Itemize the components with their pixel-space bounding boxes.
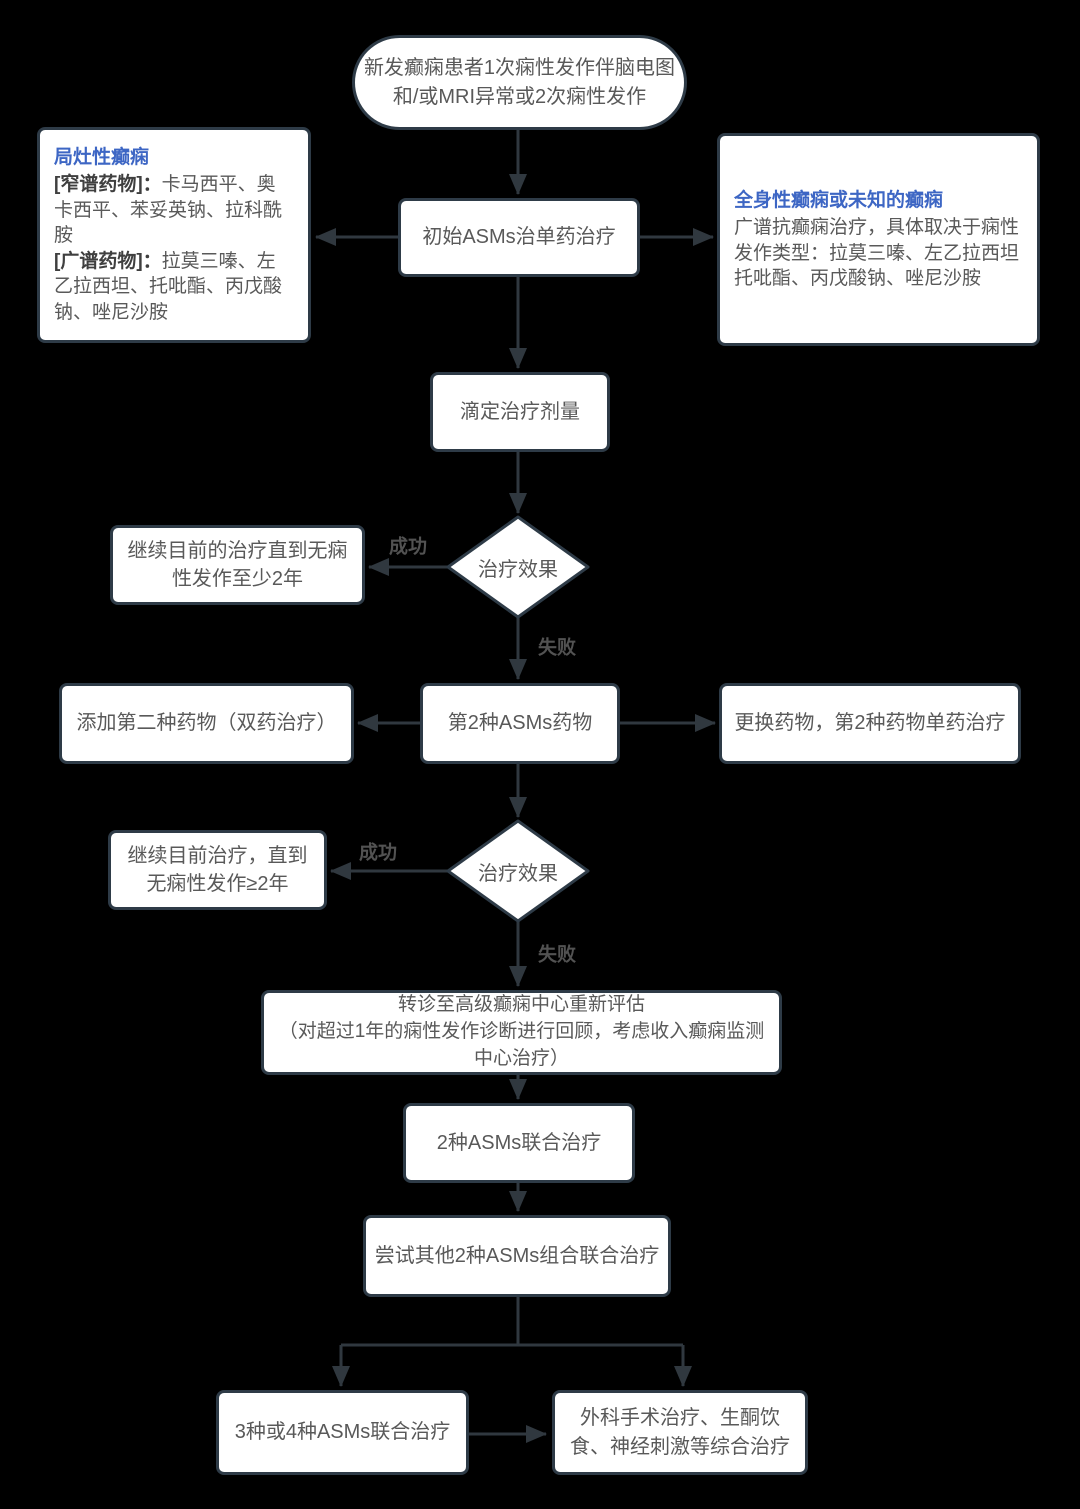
generalized-epilepsy-body: 广谱抗癫痫治疗，具体取决于痫性发作类型：拉莫三嗪、左乙拉西坦托吡酯、丙戊酸钠、唑… xyxy=(734,217,1020,289)
node-3-4-asm-combination: 3种或4种ASMs联合治疗 xyxy=(216,1390,469,1475)
node-initial-asm-monotherapy: 初始ASMs治单药治疗 xyxy=(398,198,640,277)
node-focal-epilepsy: 局灶性癫痫 [窄谱药物]：卡马西平、奥卡西平、苯妥英钠、拉科酰胺 [广谱药物]：… xyxy=(37,127,311,343)
node-referral-text: 转诊至高级癫痫中心重新评估 （对超过1年的痫性发作诊断进行回顾，考虑收入癫痫监测… xyxy=(278,994,765,1069)
node-initial-asm-text: 初始ASMs治单药治疗 xyxy=(422,226,616,249)
node-continue-treatment-1: 继续目前的治疗直到无痫 性发作至少2年 xyxy=(110,525,365,605)
node-add-second-drug: 添加第二种药物（双药治疗） xyxy=(59,683,354,764)
node-add-second-text: 添加第二种药物（双药治疗） xyxy=(76,712,337,735)
node-continue-2-text: 继续目前治疗，直到 无痫性发作≥2年 xyxy=(127,844,308,895)
node-start-text: 新发癫痫患者1次痫性发作伴脑电图 和/或MRI异常或2次痫性发作 xyxy=(363,57,676,108)
focal-broad-spectrum-line: [广谱药物]：拉莫三嗪、左乙拉西坦、托吡酯、丙戊酸钠、唑尼沙胺 xyxy=(54,249,294,325)
edge-label-fail-2: 失败 xyxy=(537,944,577,966)
narrow-spectrum-label: [窄谱药物]： xyxy=(54,174,162,196)
node-second-asm-text: 第2种ASMs药物 xyxy=(447,712,593,735)
node-2-asm-combination: 2种ASMs联合治疗 xyxy=(403,1103,635,1183)
narrow-spectrum-drugs: 卡马西平、奥卡西平、苯妥英钠、拉科酰胺 xyxy=(54,174,283,247)
node-try-other-combinations: 尝试其他2种ASMs组合联合治疗 xyxy=(363,1215,671,1297)
edge-label-fail-1: 失败 xyxy=(537,637,577,659)
node-second-asm: 第2种ASMs药物 xyxy=(420,683,620,764)
broad-spectrum-drugs: 拉莫三嗪、左乙拉西坦、托吡酯、丙戊酸钠、唑尼沙胺 xyxy=(54,250,283,323)
edge-label-success-1: 成功 xyxy=(388,536,428,558)
node-surgery-comprehensive: 外科手术治疗、生酮饮 食、神经刺激等综合治疗 xyxy=(552,1390,808,1475)
decision-2-label: 治疗效果 xyxy=(448,821,588,921)
decision-diamond-2 xyxy=(446,819,590,923)
decision-diamond-1 xyxy=(446,515,590,619)
focal-epilepsy-title: 局灶性癫痫 xyxy=(54,146,150,168)
decision-2-text: 治疗效果 xyxy=(478,862,558,885)
node-surgery-text: 外科手术治疗、生酮饮 食、神经刺激等综合治疗 xyxy=(570,1407,790,1458)
edge-label-success-2: 成功 xyxy=(358,842,398,864)
node-continue-treatment-2: 继续目前治疗，直到 无痫性发作≥2年 xyxy=(108,830,327,910)
node-start: 新发癫痫患者1次痫性发作伴脑电图 和/或MRI异常或2次痫性发作 xyxy=(352,35,687,130)
node-titrate-text: 滴定治疗剂量 xyxy=(460,400,580,423)
decision-1-text: 治疗效果 xyxy=(478,558,558,581)
node-switch-drug-text: 更换药物，第2种药物单药治疗 xyxy=(734,712,1006,735)
node-3-4-asm-text: 3种或4种ASMs联合治疗 xyxy=(234,1421,451,1444)
node-referral-epilepsy-center: 转诊至高级癫痫中心重新评估 （对超过1年的痫性发作诊断进行回顾，考虑收入癫痫监测… xyxy=(261,990,782,1075)
node-switch-drug: 更换药物，第2种药物单药治疗 xyxy=(719,683,1021,764)
generalized-epilepsy-title: 全身性癫痫或未知的癫痫 xyxy=(734,189,944,211)
node-continue-1-text: 继续目前的治疗直到无痫 性发作至少2年 xyxy=(127,539,348,590)
node-generalized-epilepsy: 全身性癫痫或未知的癫痫 广谱抗癫痫治疗，具体取决于痫性发作类型：拉莫三嗪、左乙拉… xyxy=(717,133,1040,346)
node-2-asm-combination-text: 2种ASMs联合治疗 xyxy=(436,1131,602,1154)
node-try-other-text: 尝试其他2种ASMs组合联合治疗 xyxy=(374,1244,660,1267)
decision-1-label: 治疗效果 xyxy=(448,517,588,617)
focal-narrow-spectrum-line: [窄谱药物]：卡马西平、奥卡西平、苯妥英钠、拉科酰胺 xyxy=(54,172,294,248)
broad-spectrum-label: [广谱药物]： xyxy=(54,250,162,272)
node-titrate-dose: 滴定治疗剂量 xyxy=(430,372,610,452)
